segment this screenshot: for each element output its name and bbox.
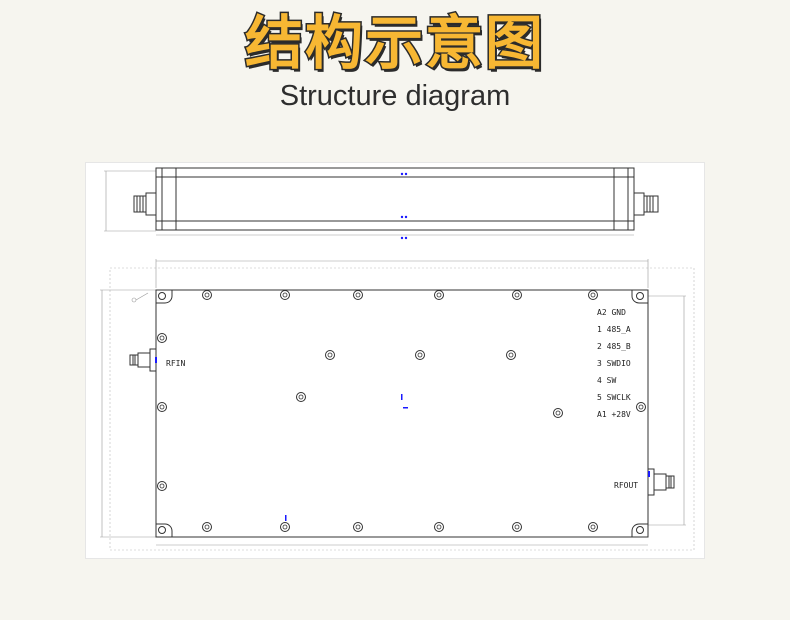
screw-hole xyxy=(157,333,167,343)
pin-label: A2 GND xyxy=(597,308,626,317)
structure-drawing: RFIN RFOUT A2 GND 1 485_A 2 485_B 3 SWDI… xyxy=(85,162,705,559)
side-connector-left xyxy=(133,192,157,216)
mounting-ears xyxy=(155,289,649,538)
pin-label: A1 +28V xyxy=(597,410,631,419)
page-title-en: Structure diagram xyxy=(279,80,511,112)
screw-hole xyxy=(506,350,516,360)
screw-hole xyxy=(296,392,306,402)
pin-label: 5 SWCLK xyxy=(597,393,631,402)
screw-hole xyxy=(415,350,425,360)
screw-hole xyxy=(202,522,212,532)
drawing-markers xyxy=(155,357,650,521)
drawing-canvas: RFIN RFOUT A2 GND 1 485_A 2 485_B 3 SWDI… xyxy=(100,167,695,551)
pin-legend: A2 GND 1 485_A 2 485_B 3 SWDIO 4 SW 5 SW… xyxy=(597,308,631,419)
screw-hole xyxy=(157,481,167,491)
screw-hole xyxy=(325,350,335,360)
side-view xyxy=(104,167,659,240)
pin-label: 4 SW xyxy=(597,376,616,385)
rf-out-connector xyxy=(647,468,675,496)
top-view xyxy=(100,259,695,551)
screw-hole xyxy=(588,290,598,300)
screw-hole xyxy=(434,290,444,300)
screw-hole xyxy=(553,408,563,418)
screw-holes xyxy=(157,290,646,532)
screw-hole xyxy=(353,522,363,532)
rf-out-label: RFOUT xyxy=(614,481,638,490)
pin-label: 2 485_B xyxy=(597,342,631,351)
screw-hole xyxy=(280,290,290,300)
pin-label: 3 SWDIO xyxy=(597,359,631,368)
screw-hole xyxy=(353,290,363,300)
screw-hole xyxy=(157,402,167,412)
top-housing xyxy=(155,289,649,538)
side-connector-right xyxy=(633,192,659,216)
screw-hole xyxy=(202,290,212,300)
rf-in-connector xyxy=(129,348,157,372)
screw-hole xyxy=(588,522,598,532)
screw-hole xyxy=(636,402,646,412)
page-title-cn: 结构示意图 xyxy=(243,8,545,79)
rf-in-label: RFIN xyxy=(166,359,185,368)
screw-hole xyxy=(434,522,444,532)
screw-hole xyxy=(512,522,522,532)
screw-hole xyxy=(512,290,522,300)
screw-hole xyxy=(280,522,290,532)
pin-label: 1 485_A xyxy=(597,325,631,334)
